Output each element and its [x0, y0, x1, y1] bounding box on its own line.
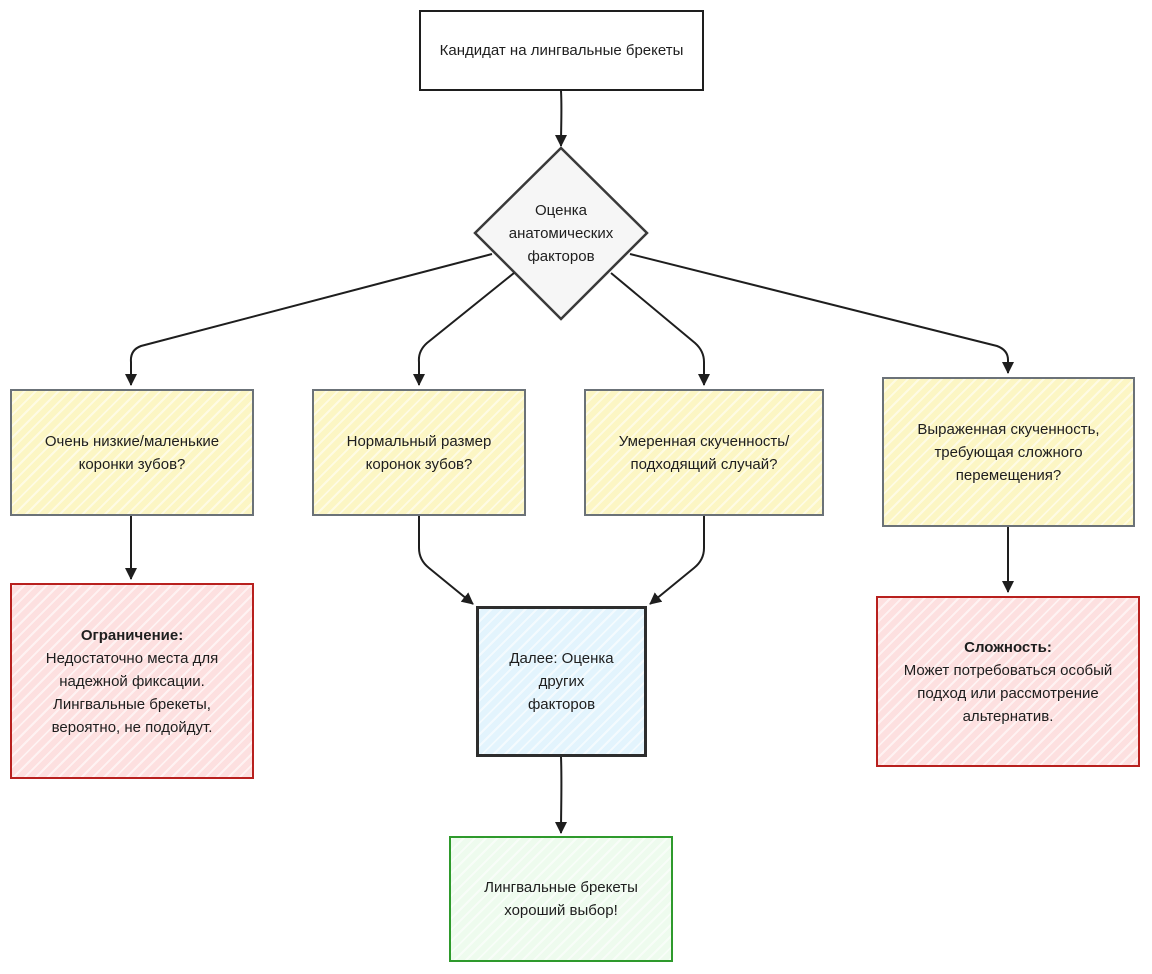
low-crowns-node: Очень низкие/маленькие коронки зубов? — [10, 389, 254, 516]
arrow-decision-to-low-crowns — [125, 253, 493, 386]
complexity-title: Сложность: — [964, 638, 1052, 656]
low-crowns-label: Очень низкие/маленькие коронки зубов? — [44, 432, 220, 473]
complexity-text: Может потребоваться особый подход или ра… — [903, 661, 1113, 725]
decision-diamond — [473, 146, 649, 321]
limitation-title: Ограничение: — [80, 626, 184, 644]
arrow-decision-to-normal-crowns — [413, 272, 515, 386]
decision-node-label: Оценка анатомических факторов — [508, 202, 614, 265]
moderate-crowding-label: Умеренная скученность/ подходящий случай… — [618, 432, 790, 473]
complexity-node: Сложность: Может потребоваться особый по… — [876, 596, 1140, 767]
good-choice-label: Лингвальные брекеты хороший выбор! — [484, 879, 638, 919]
severe-crowding-label: Выраженная скученность, требующая сложно… — [917, 420, 1100, 484]
start-node-label: Кандидат на лингвальные брекеты — [439, 42, 684, 59]
arrow-decision-to-severe-crowding — [629, 253, 1014, 374]
arrow-moderate-crowding-to-next — [649, 516, 705, 605]
start-node: Кандидат на лингвальные брекеты — [419, 10, 704, 91]
arrow-normal-crowns-to-next — [418, 516, 474, 605]
normal-crowns-node: Нормальный размер коронок зубов? — [312, 389, 526, 516]
limitation-node: Ограничение: Недостаточно места для наде… — [10, 583, 254, 779]
limitation-text: Недостаточно места для надежной фиксации… — [45, 649, 219, 736]
good-choice-node: Лингвальные брекеты хороший выбор! — [449, 836, 673, 962]
moderate-crowding-node: Умеренная скученность/ подходящий случай… — [584, 389, 824, 516]
arrow-decision-to-moderate-crowding — [610, 272, 710, 386]
normal-crowns-label: Нормальный размер коронок зубов? — [346, 432, 492, 473]
severe-crowding-node: Выраженная скученность, требующая сложно… — [882, 377, 1135, 527]
next-node: Далее: Оценка других факторов — [476, 606, 647, 757]
next-label: Далее: Оценка других факторов — [509, 650, 614, 713]
